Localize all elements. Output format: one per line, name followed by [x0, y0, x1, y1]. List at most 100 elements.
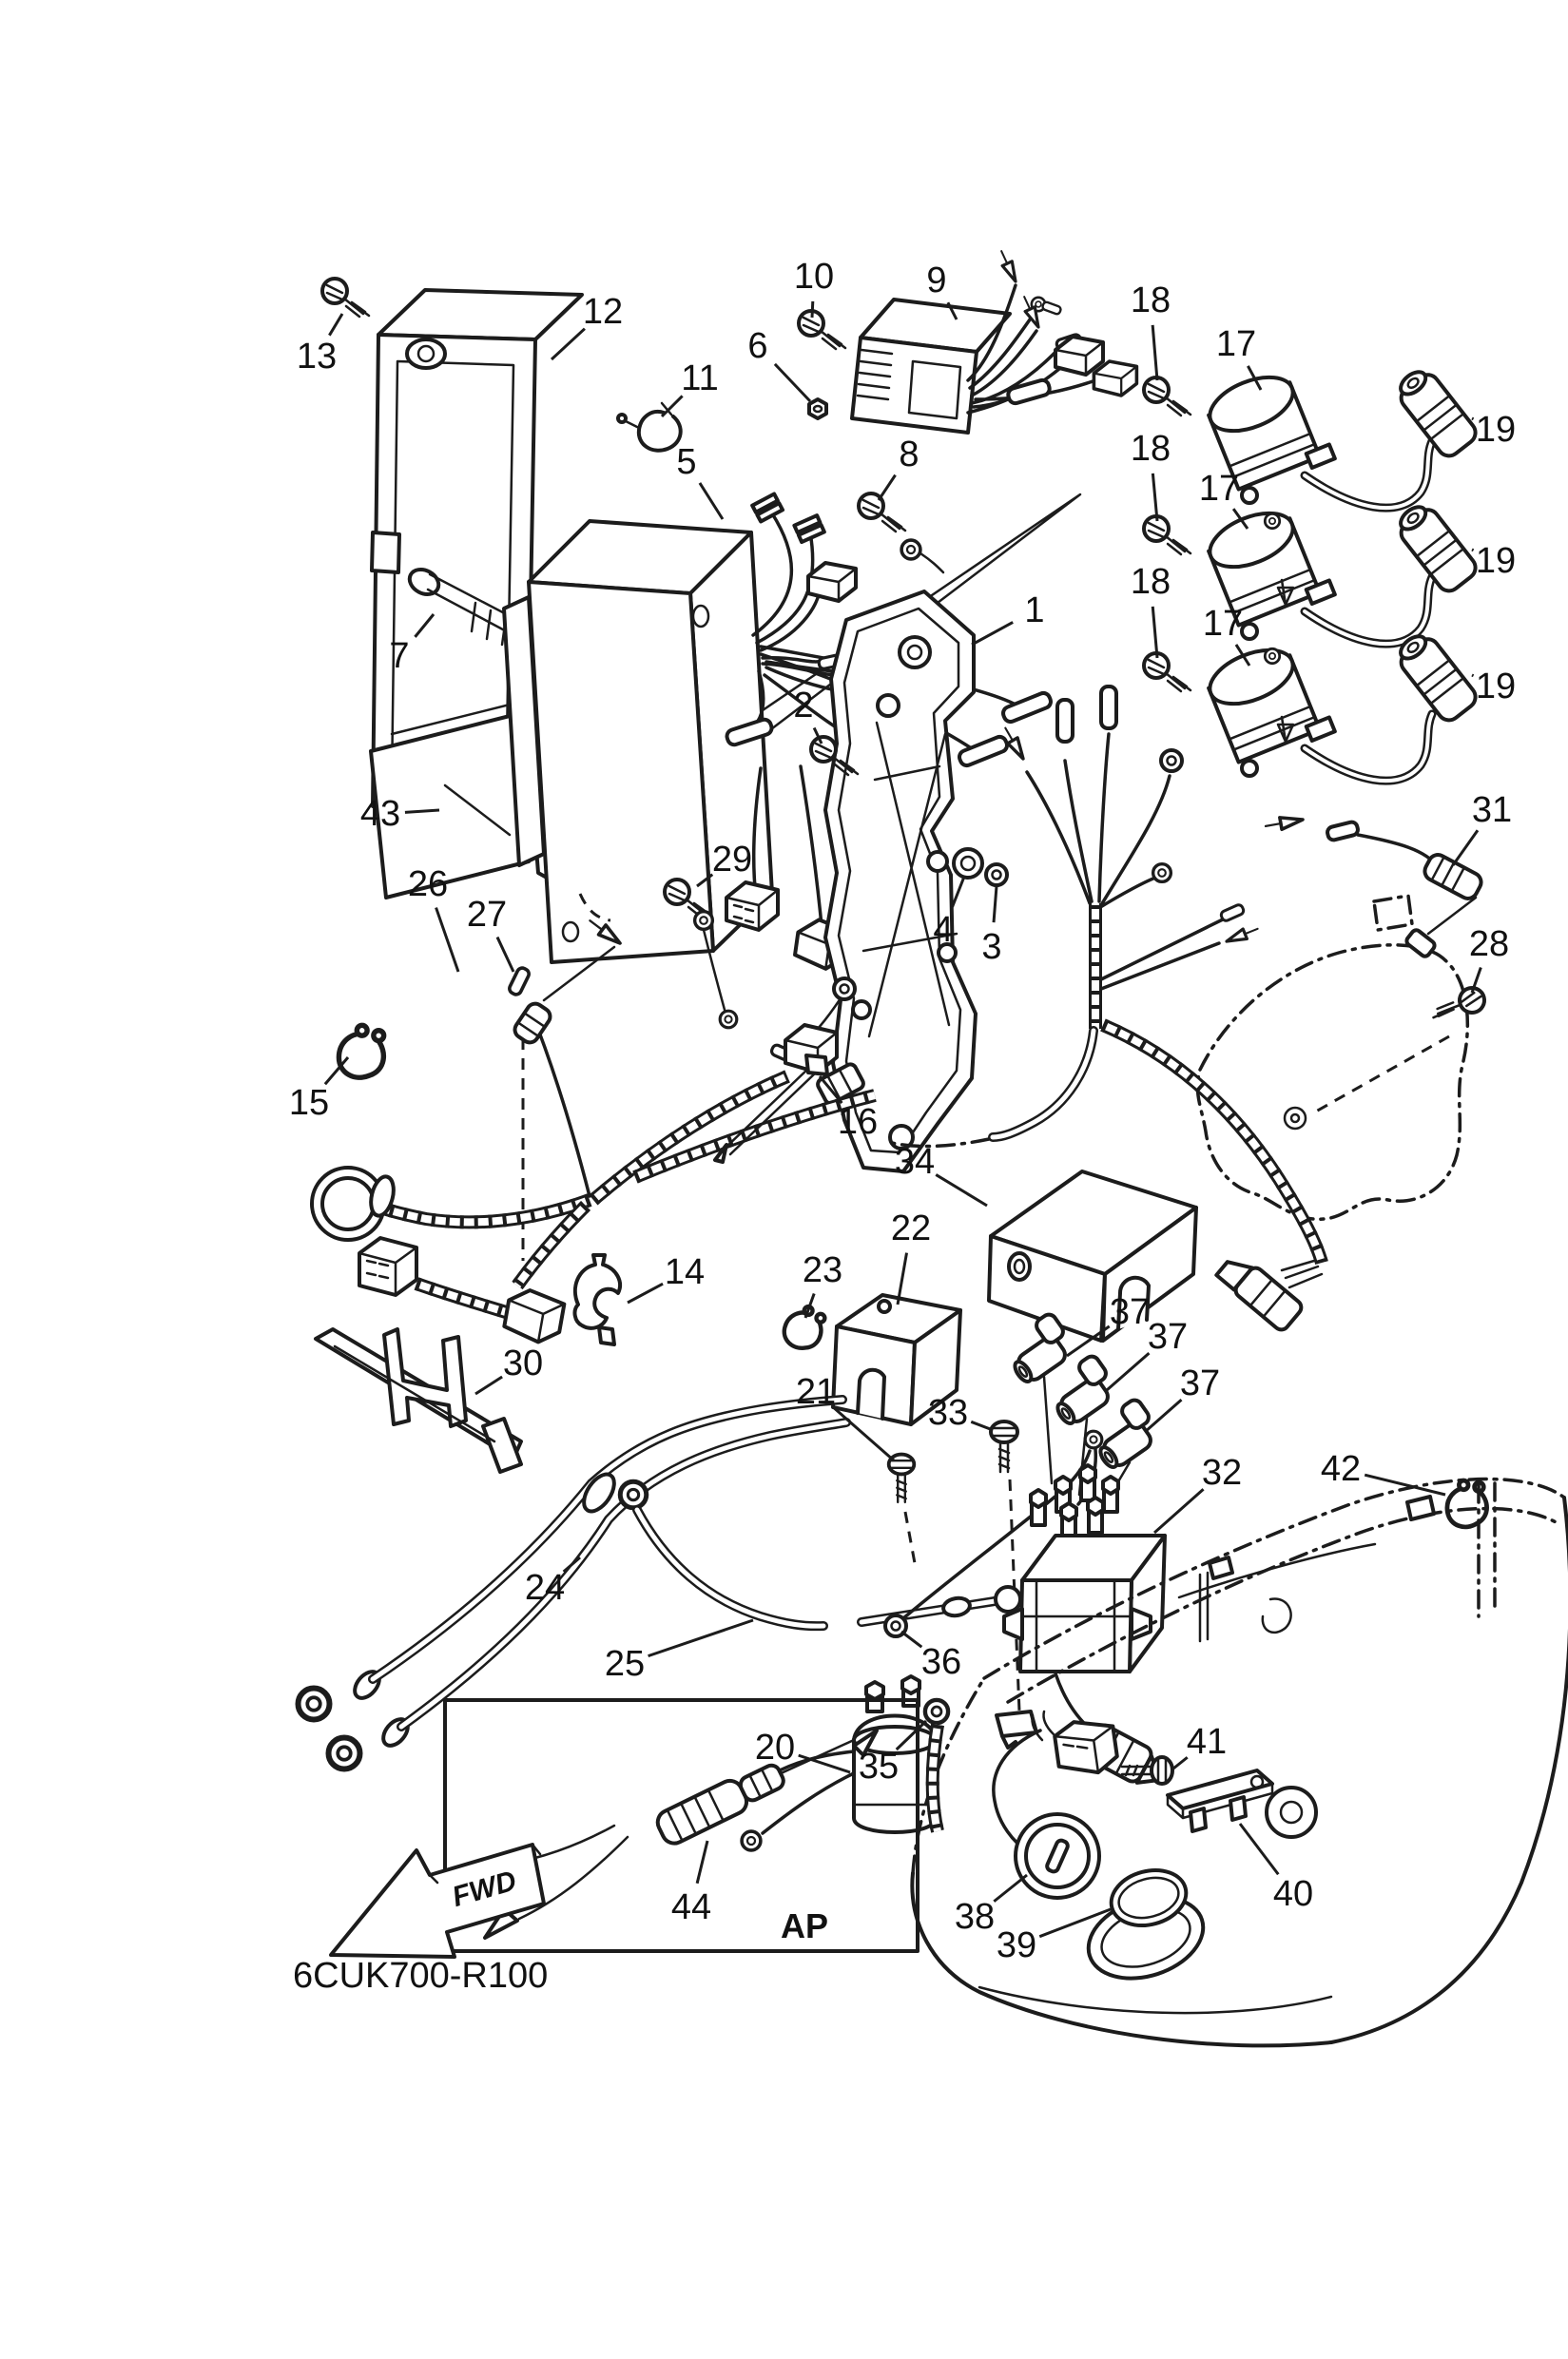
part-callout-43: 43: [360, 794, 400, 834]
leader-line-29: [696, 873, 714, 888]
part-callout-29: 29: [712, 840, 752, 880]
part-callout-30: 30: [503, 1344, 543, 1383]
engine-outline: [1195, 893, 1470, 1221]
leader-line-13: [328, 313, 344, 337]
leader-line-35: [895, 1719, 928, 1751]
part-callout-26: 26: [408, 864, 448, 904]
part-callout-2: 2: [793, 686, 813, 725]
leader-line-22: [896, 1252, 908, 1305]
leader-line-26: [435, 907, 460, 973]
leader-line-10: [810, 300, 815, 319]
part-callout-42: 42: [1321, 1449, 1361, 1489]
leader-line-20: [798, 1753, 851, 1774]
cap-38: [992, 1710, 1119, 1900]
leader-line-14: [627, 1282, 664, 1305]
part-callout-34: 34: [895, 1142, 935, 1182]
part-callout-19: 19: [1476, 667, 1516, 706]
leader-line-40: [1238, 1823, 1280, 1876]
leader-line-18: [1151, 324, 1159, 381]
wire-clip-11: [616, 401, 683, 453]
part-callout-27: 27: [467, 895, 507, 935]
leader-line-17: [1234, 644, 1251, 667]
leader-line-7: [414, 613, 436, 638]
fwd-arrow: FWD: [329, 1843, 546, 1959]
part-callout-6: 6: [747, 326, 767, 366]
ignition-coil-group: [1142, 359, 1482, 785]
leader-line-15: [323, 1056, 350, 1086]
leader-line-36: [900, 1630, 923, 1649]
leader-line-4: [951, 876, 966, 908]
part-callout-22: 22: [891, 1209, 931, 1248]
part-callout-17: 17: [1203, 604, 1243, 644]
grommet-4: [952, 847, 984, 880]
inset-box: [443, 1698, 920, 1953]
part-callout-5: 5: [676, 442, 696, 482]
leader-line-19: [1471, 548, 1475, 552]
fuse-cover-34: [987, 1170, 1198, 1343]
part-callout-18: 18: [1131, 280, 1171, 320]
leader-line-44: [695, 1840, 709, 1885]
part-callout-14: 14: [665, 1252, 705, 1292]
part-callout-13: 13: [297, 337, 337, 377]
leader-line-16: [818, 1075, 843, 1104]
part-callout-7: 7: [389, 636, 409, 676]
part-callout-38: 38: [955, 1897, 995, 1937]
o-ring-39: [1109, 1868, 1189, 1927]
leader-line-21: [833, 1407, 895, 1462]
part-code: 6CUK700-R100: [293, 1956, 548, 1996]
bolt-21-line: [903, 1511, 917, 1564]
cover-22: [831, 1293, 962, 1426]
collar-3: [984, 862, 1009, 887]
leader-line-1: [971, 621, 1014, 647]
part-callout-32: 32: [1202, 1453, 1242, 1493]
cdi-unit-5: [502, 519, 774, 964]
part-callout-19: 19: [1476, 410, 1516, 450]
part-callout-9: 9: [926, 261, 946, 300]
part-callout-23: 23: [803, 1250, 842, 1290]
part-callout-21: 21: [796, 1372, 836, 1412]
part-callout-16: 16: [838, 1102, 878, 1142]
leader-line-27: [495, 936, 515, 973]
leader-line-17: [1247, 365, 1263, 391]
clamp-14: [572, 1253, 622, 1346]
part-callout-37: 37: [1148, 1317, 1188, 1357]
part-callout-44: 44: [671, 1887, 711, 1927]
nut-6: [807, 397, 828, 420]
leader-line-9: [946, 301, 958, 320]
leader-line-19: [1471, 673, 1475, 678]
part-callout-3: 3: [981, 927, 1001, 967]
part-callout-36: 36: [921, 1642, 961, 1682]
ground-cable-25: [620, 1481, 1022, 1632]
leader-line-37: [1066, 1325, 1111, 1358]
leader-line-6: [773, 362, 812, 403]
part-callout-18: 18: [1131, 429, 1171, 469]
part-callout-19: 19: [1476, 541, 1516, 581]
leader-line-3: [992, 885, 998, 923]
part-callout-37: 37: [1110, 1292, 1150, 1332]
leader-line-19: [1471, 416, 1475, 421]
part-callout-11: 11: [681, 358, 718, 398]
leader-line-5: [698, 482, 725, 520]
part-callout-17: 17: [1199, 469, 1239, 509]
leader-line-23: [803, 1292, 816, 1319]
bolt-7: [407, 568, 527, 647]
leader-line-43: [404, 808, 440, 814]
leader-line-8: [877, 474, 897, 501]
part-callout-15: 15: [289, 1083, 329, 1123]
part-callout-1: 1: [1024, 590, 1044, 630]
part-callout-41: 41: [1187, 1722, 1227, 1762]
leader-line-38: [993, 1873, 1028, 1903]
part-callout-40: 40: [1273, 1874, 1313, 1914]
part-callout-28: 28: [1469, 924, 1509, 964]
part-callout-8: 8: [899, 435, 919, 474]
leader-line-33: [970, 1420, 994, 1432]
holder-30: [314, 1327, 523, 1474]
leader-line-11: [660, 395, 684, 418]
part-callout-4: 4: [933, 910, 953, 950]
leader-line-24: [562, 1556, 581, 1574]
anode-bracket-40: [1166, 1769, 1274, 1833]
part-callout-24: 24: [525, 1568, 565, 1608]
